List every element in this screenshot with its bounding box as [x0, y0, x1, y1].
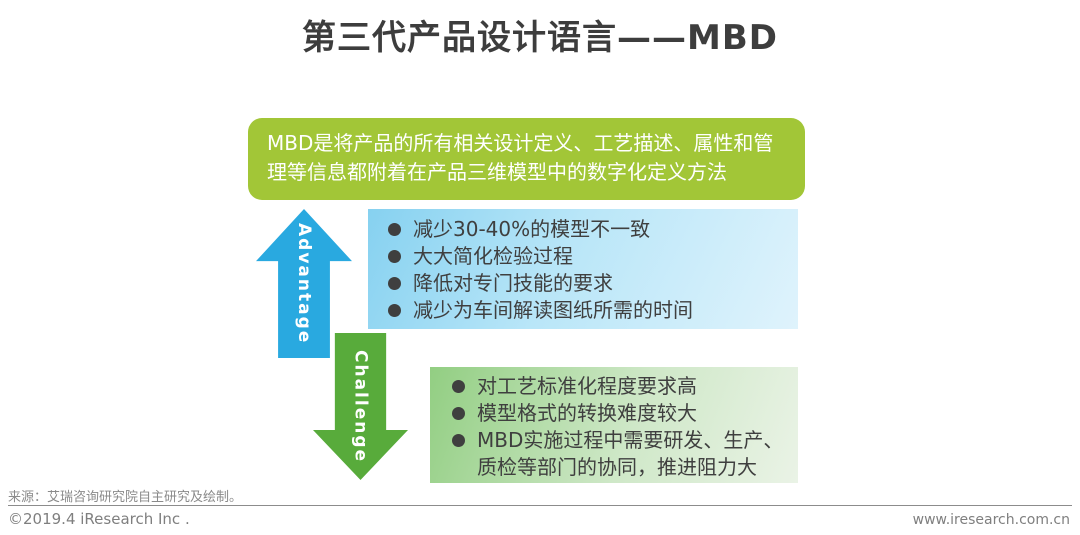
bullet-icon	[388, 277, 401, 290]
bullet-icon	[388, 304, 401, 317]
advantage-item-text: 大大简化检验过程	[413, 244, 573, 268]
mbd-definition-box: MBD是将产品的所有相关设计定义、工艺描述、属性和管理等信息都附着在产品三维模型…	[248, 118, 805, 200]
list-item: 减少为车间解读图纸所需的时间	[388, 297, 788, 324]
list-item: 降低对专门技能的要求	[388, 270, 788, 297]
challenge-item-text: 模型格式的转换难度较大	[477, 401, 697, 425]
bullet-icon	[452, 380, 465, 393]
bullet-icon	[388, 250, 401, 263]
advantage-item-text: 降低对专门技能的要求	[413, 271, 613, 295]
advantage-list: 减少30-40%的模型不一致 大大简化检验过程 降低对专门技能的要求 减少为车间…	[388, 216, 788, 324]
challenge-arrow-label: Challenge	[350, 349, 371, 464]
challenge-item-text: 对工艺标准化程度要求高	[477, 374, 697, 398]
footer-divider	[8, 505, 1072, 506]
bullet-icon	[452, 407, 465, 420]
bullet-icon	[452, 434, 465, 447]
list-item: MBD实施过程中需要研发、生产、质检等部门的协同，推进阻力大	[452, 427, 790, 481]
advantage-item-text: 减少为车间解读图纸所需的时间	[413, 298, 693, 322]
mbd-definition-text: MBD是将产品的所有相关设计定义、工艺描述、属性和管理等信息都附着在产品三维模型…	[267, 131, 774, 184]
list-item: 模型格式的转换难度较大	[452, 400, 790, 427]
list-item: 大大简化检验过程	[388, 243, 788, 270]
website-link: www.iresearch.com.cn	[912, 512, 1070, 528]
source-note: 来源：艾瑞咨询研究院自主研究及绘制。	[8, 490, 243, 505]
challenge-item-text: MBD实施过程中需要研发、生产、质检等部门的协同，推进阻力大	[477, 428, 784, 479]
list-item: 对工艺标准化程度要求高	[452, 373, 790, 400]
advantage-arrow-label: Advantage	[294, 222, 314, 345]
copyright-text: ©2019.4 iResearch Inc .	[8, 510, 190, 528]
advantage-panel: 减少30-40%的模型不一致 大大简化检验过程 降低对专门技能的要求 减少为车间…	[368, 209, 798, 329]
list-item: 减少30-40%的模型不一致	[388, 216, 788, 243]
challenge-list: 对工艺标准化程度要求高 模型格式的转换难度较大 MBD实施过程中需要研发、生产、…	[452, 373, 790, 481]
page-title: 第三代产品设计语言——MBD	[302, 18, 778, 58]
advantage-item-text: 减少30-40%的模型不一致	[413, 217, 651, 241]
challenge-panel: 对工艺标准化程度要求高 模型格式的转换难度较大 MBD实施过程中需要研发、生产、…	[430, 367, 798, 483]
bullet-icon	[388, 223, 401, 236]
